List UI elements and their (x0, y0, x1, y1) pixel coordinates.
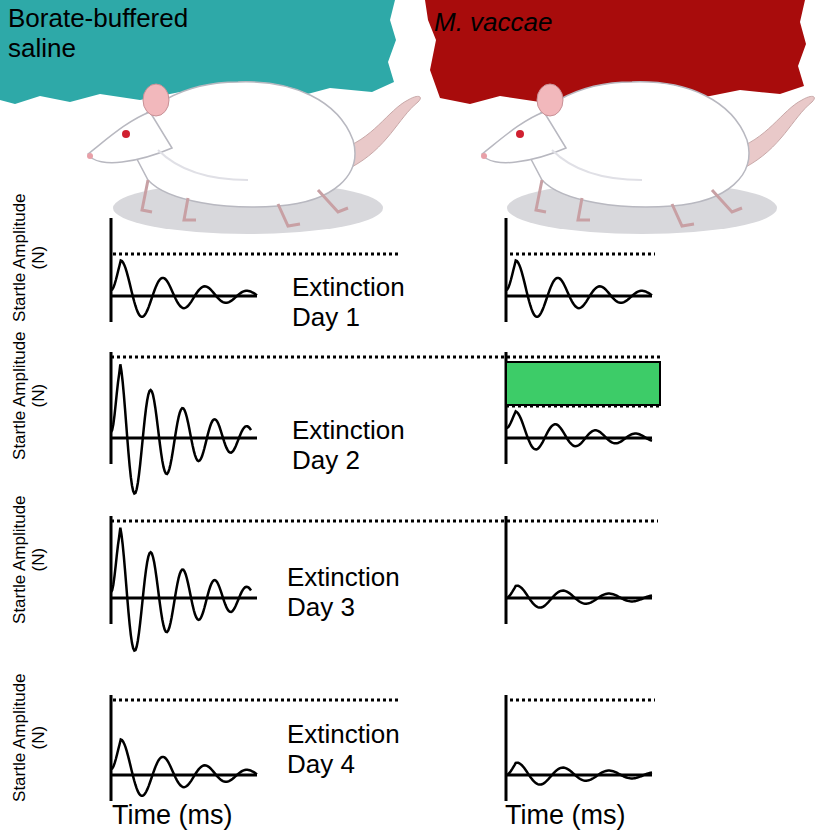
label-box: Extinction Day 1 (292, 273, 442, 333)
startle-plots (111, 218, 660, 801)
label-box: Time (ms) (505, 800, 625, 831)
label-box: Startle Amplitude (N) (11, 331, 48, 461)
group-title: Borate-buffered saline (8, 4, 238, 64)
header-patch: Borate-buffered saline (8, 4, 238, 64)
startle-trace (111, 364, 251, 493)
rat-illustration (481, 82, 814, 234)
threshold-line (113, 699, 398, 702)
day-label: Extinction Day 1 (292, 273, 442, 333)
startle-trace (506, 586, 652, 608)
label-box: Extinction Day 2 (292, 416, 442, 476)
axis-label: Startle Amplitude (N) (11, 331, 48, 461)
threshold-line (111, 356, 660, 359)
startle-trace (111, 528, 251, 651)
axis-label: Startle Amplitude (N) (11, 193, 48, 323)
startle-trace (111, 261, 257, 317)
rat-illustration (87, 82, 420, 234)
y-axis (505, 516, 508, 624)
startle-trace (506, 763, 652, 785)
axis-label: Startle Amplitude (N) (11, 673, 48, 803)
y-axis (505, 695, 508, 801)
label-box: Extinction Day 3 (287, 563, 437, 623)
threshold-line (510, 253, 655, 256)
label-box: Extinction Day 4 (287, 720, 437, 780)
y-axis (110, 352, 113, 464)
highlight-box (506, 362, 660, 405)
label-box: Startle Amplitude (N) (11, 495, 48, 625)
day-label: Extinction Day 3 (287, 563, 437, 623)
label-box: Startle Amplitude (N) (11, 673, 48, 803)
day-label: Extinction Day 4 (287, 720, 437, 780)
threshold-line (111, 520, 658, 523)
axis-label: Time (ms) (112, 800, 232, 831)
header-patch: M. vaccae (434, 8, 694, 38)
label-box: Time (ms) (112, 800, 232, 831)
startle-trace (506, 261, 652, 317)
x-axis (111, 437, 257, 440)
axis-label: Time (ms) (505, 800, 625, 831)
startle-trace (506, 411, 652, 449)
label-box: Startle Amplitude (N) (11, 193, 48, 323)
axis-label: Startle Amplitude (N) (11, 495, 48, 625)
day-label: Extinction Day 2 (292, 416, 442, 476)
group-title: M. vaccae (434, 8, 694, 38)
threshold-line (113, 253, 398, 256)
y-axis (110, 695, 113, 801)
threshold-line (510, 699, 655, 702)
x-axis (111, 597, 257, 600)
startle-trace (111, 740, 257, 796)
y-axis (110, 218, 113, 322)
y-axis (110, 516, 113, 624)
y-axis (505, 218, 508, 322)
